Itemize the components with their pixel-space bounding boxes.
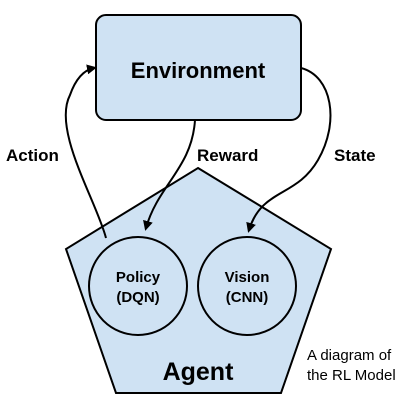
agent-node: Policy (DQN) Vision (CNN) Agent [64,166,333,394]
policy-sublabel: (DQN) [116,289,159,306]
environment-label: Environment [131,58,266,83]
state-arrow [246,67,332,233]
state-label: State [334,146,376,165]
action-label: Action [6,146,59,165]
reward-arrow [143,119,196,231]
vision-sublabel: (CNN) [226,289,269,306]
environment-node: Environment [95,14,302,121]
caption-line-2: the RL Model [307,367,396,384]
vision-circle [197,236,297,336]
vision-label: Vision [225,269,270,286]
caption-line-1: A diagram of [307,347,392,364]
agent-label: Agent [163,358,235,386]
policy-circle [88,236,188,336]
reward-label: Reward [197,146,258,165]
policy-label: Policy [116,269,161,286]
action-arrow [64,64,107,239]
